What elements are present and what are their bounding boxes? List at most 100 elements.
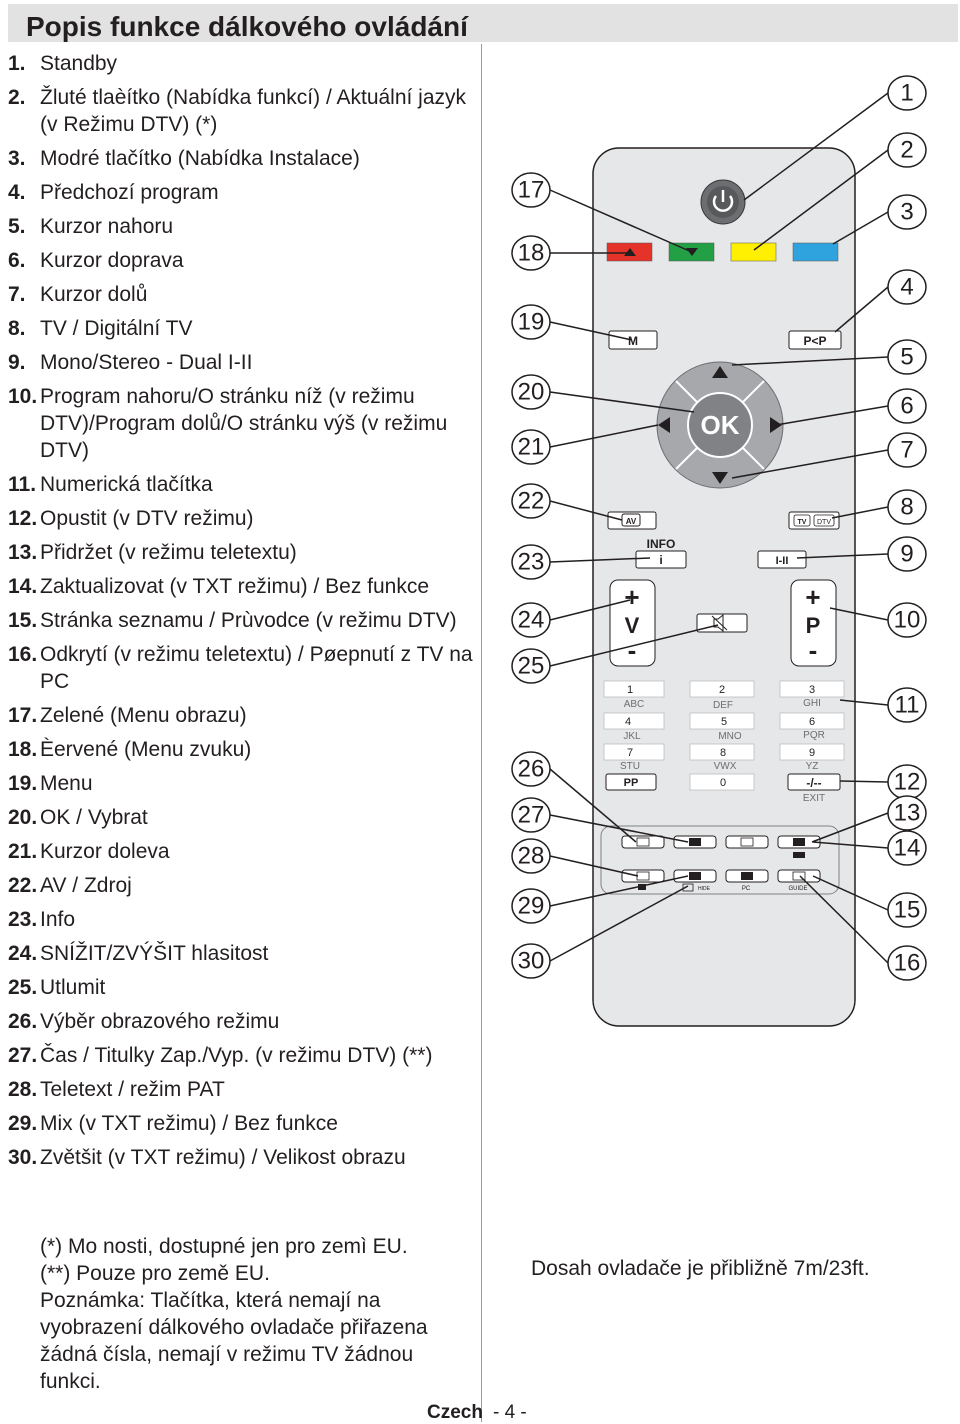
list-item: 17.Zelené (Menu obrazu) bbox=[8, 702, 474, 729]
digit-key-4[interactable] bbox=[603, 712, 665, 730]
leader-7 bbox=[731, 449, 889, 479]
list-item: 7.Kurzor dolů bbox=[8, 281, 474, 308]
digit-key-3[interactable] bbox=[779, 680, 845, 698]
list-item: 8.TV / Digitální TV bbox=[8, 315, 474, 342]
item-number: 1. bbox=[8, 52, 26, 75]
digit-6: 6 bbox=[809, 716, 815, 728]
ok-button[interactable] bbox=[687, 392, 753, 458]
item-text: Menu bbox=[40, 772, 93, 795]
leader-11 bbox=[839, 699, 889, 706]
item-number: 24. bbox=[8, 942, 38, 965]
list-item: 11.Numerická tlačítka bbox=[8, 471, 474, 498]
leader-15 bbox=[812, 875, 889, 911]
leader-27 bbox=[549, 814, 689, 843]
picture-mode-icon bbox=[636, 837, 650, 847]
list-item: 15.Stránka seznamu / Prùvodce (v režimu … bbox=[8, 607, 474, 634]
exit-button[interactable] bbox=[787, 773, 841, 791]
callout-circle bbox=[887, 432, 927, 468]
footnote: Poznámka: Tlačítka, která nemají na vyob… bbox=[40, 1289, 428, 1393]
item-text: Èervené (Menu zvuku) bbox=[40, 738, 252, 761]
power-icon bbox=[712, 195, 734, 212]
hold-icon bbox=[740, 837, 754, 847]
leader-9 bbox=[796, 553, 889, 559]
cursor-up-icon[interactable] bbox=[712, 366, 728, 378]
mute-button[interactable] bbox=[696, 613, 748, 633]
digit-3: 3 bbox=[809, 684, 815, 696]
leader-23 bbox=[549, 557, 651, 563]
callout-leaders-left bbox=[549, 189, 719, 962]
list-item: 3. Modré tlačítko (Nabídka Instalace) bbox=[8, 145, 474, 172]
item-number: 25. bbox=[8, 976, 38, 999]
digit-key-0[interactable] bbox=[689, 773, 755, 791]
av-source-button[interactable] bbox=[607, 511, 657, 530]
callouts-left: 17 18 19 20 21 22 23 24 25 26 27 28 29 3… bbox=[511, 172, 551, 979]
item-text: TV / Digitální TV bbox=[40, 317, 193, 340]
item-number: 17. bbox=[8, 704, 38, 727]
menu-button[interactable] bbox=[608, 330, 658, 350]
blue-button[interactable] bbox=[792, 242, 839, 262]
digit-5: 5 bbox=[721, 716, 727, 728]
item-text: Standby bbox=[40, 52, 118, 75]
program-rocker[interactable] bbox=[790, 579, 837, 667]
cursor-left-icon[interactable] bbox=[658, 417, 670, 433]
digit-key-9[interactable] bbox=[779, 743, 845, 761]
mono-stereo-button[interactable] bbox=[757, 550, 807, 569]
digit-key-2[interactable] bbox=[689, 680, 755, 698]
cursor-down-icon[interactable] bbox=[712, 472, 728, 484]
callout-number: 24 bbox=[518, 607, 545, 634]
list-item: 16.Odkrytí (v režimu teletextu) / Pøepnu… bbox=[8, 641, 474, 695]
callout-circle bbox=[511, 235, 551, 271]
hold-button[interactable] bbox=[725, 835, 769, 849]
dtv-badge bbox=[813, 514, 835, 527]
callout-circle bbox=[511, 544, 551, 580]
callout-number: 2 bbox=[900, 137, 913, 164]
digit-key-5[interactable] bbox=[689, 712, 755, 730]
callout-circle bbox=[887, 945, 927, 981]
leader-29 bbox=[549, 875, 689, 907]
item-number: 3. bbox=[8, 147, 26, 170]
callout-circle bbox=[511, 838, 551, 874]
letters-2: DEF bbox=[713, 700, 733, 711]
leader-8 bbox=[831, 506, 889, 519]
pp-button[interactable] bbox=[605, 773, 657, 791]
info-button[interactable] bbox=[635, 550, 687, 569]
callout-number: 17 bbox=[518, 177, 545, 204]
teletext-button[interactable] bbox=[621, 869, 665, 883]
function-list: 1.Standby 2.Žluté tlaèítko (Nabídka funk… bbox=[8, 50, 474, 1178]
list-item: 21.Kurzor doleva bbox=[8, 838, 474, 865]
callout-number: 22 bbox=[518, 488, 545, 515]
item-number: 16. bbox=[8, 643, 38, 666]
leader-24 bbox=[549, 599, 631, 621]
update-sub-icon bbox=[793, 852, 805, 858]
list-item: 27.Čas / Titulky Zap./Vyp. (v režimu DTV… bbox=[8, 1042, 474, 1069]
callout-circle bbox=[511, 429, 551, 465]
reveal-button[interactable] bbox=[777, 869, 821, 883]
digit-key-6[interactable] bbox=[779, 712, 845, 730]
digit-key-1[interactable] bbox=[603, 680, 665, 698]
item-number: 18. bbox=[8, 738, 38, 761]
leader-4 bbox=[834, 286, 889, 333]
digit-key-8[interactable] bbox=[689, 743, 755, 761]
footnotes: (*) Mo nosti, dostupné jen pro zemì EU. … bbox=[40, 1233, 470, 1395]
list-item: 9.Mono/Stereo - Dual I-II bbox=[8, 349, 474, 376]
leader-3 bbox=[832, 211, 889, 245]
item-number: 12. bbox=[8, 507, 38, 530]
hide-label: HIDE bbox=[698, 886, 711, 892]
callout-circle bbox=[511, 172, 551, 208]
program-letter: P bbox=[806, 613, 821, 638]
digit-1: 1 bbox=[627, 684, 633, 696]
letters-6: PQR bbox=[803, 730, 825, 741]
item-text: Čas / Titulky Zap./Vyp. (v režimu DTV) (… bbox=[40, 1044, 433, 1067]
yellow-button[interactable] bbox=[730, 242, 777, 262]
leader-1 bbox=[743, 92, 889, 201]
item-text: Opustit (v DTV režimu) bbox=[40, 507, 254, 530]
leader-5 bbox=[731, 356, 889, 366]
item-text: Modré tlačítko (Nabídka Instalace) bbox=[40, 147, 360, 170]
callout-number: 26 bbox=[518, 756, 545, 783]
digit-key-7[interactable] bbox=[603, 743, 665, 761]
previous-program-button[interactable] bbox=[788, 330, 842, 350]
item-text: Mono/Stereo - Dual I-II bbox=[40, 351, 253, 374]
callout-number: 15 bbox=[894, 897, 921, 924]
callout-number: 18 bbox=[518, 240, 545, 267]
callout-circle bbox=[511, 304, 551, 340]
